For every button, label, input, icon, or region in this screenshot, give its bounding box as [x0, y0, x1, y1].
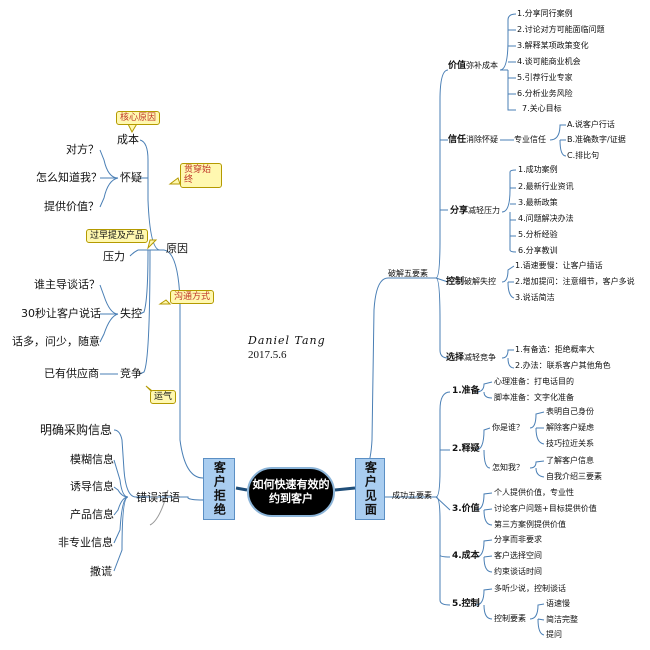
- wrong-item-1: 明确采购信息: [40, 423, 113, 437]
- explain-who: 你是谁？: [492, 423, 524, 432]
- control-callout: 沟通方式: [170, 290, 215, 305]
- success-cost-item-2: 客户选择空间: [494, 551, 542, 560]
- wrong-item-3: 诱导信息: [70, 480, 114, 493]
- success-control-sub-item-2: 简洁完整: [546, 615, 578, 624]
- break-five-node: 破解五要素: [388, 269, 428, 278]
- cost-node: 成本: [117, 133, 139, 146]
- value-branch-bold: 价值: [448, 61, 467, 71]
- doubt-item-2: 怎么知道我？: [36, 171, 102, 184]
- trust-branch-rest: 消除怀疑: [466, 135, 499, 144]
- ctrl-branch: 控制破解失控: [446, 278, 496, 287]
- prep-item-2: 脚本准备：文字化准备: [494, 393, 574, 402]
- reason-node: 原因: [166, 242, 188, 255]
- success-control-sub-item-3: 提问: [546, 630, 562, 639]
- choice-branch-rest: 减轻竞争: [464, 353, 497, 362]
- value-item-3: 3.解释某项政策变化: [517, 41, 589, 50]
- success-five-node: 成功五要素: [392, 491, 432, 500]
- trust-item-3: C.排比句: [567, 151, 600, 160]
- control-item-1: 谁主导谈话？: [34, 278, 100, 291]
- left-main-node: 客户拒绝: [203, 458, 235, 520]
- trust-sub: 专业信任: [514, 135, 546, 144]
- left-main-label: 客户拒绝: [212, 461, 227, 517]
- success-cost-item-1: 分享而非要求: [494, 535, 542, 544]
- explain-who-item-2: 解除客户疑虑: [546, 423, 594, 432]
- success-value-item-3: 第三方案例提供价值: [494, 520, 566, 529]
- share-item-6: 6.分享教训: [518, 246, 558, 255]
- value-item-1: 1.分享同行案例: [517, 9, 573, 18]
- ctrl-branch-rest: 破解失控: [464, 277, 497, 286]
- right-main-node: 客户见面: [355, 458, 385, 520]
- explain-who-item-1: 表明自己身份: [546, 407, 594, 416]
- value-item-6: 6.分析业务风险: [517, 89, 573, 98]
- success-value-branch: 3.价值: [452, 504, 480, 514]
- share-item-5: 5.分析经验: [518, 230, 558, 239]
- explain-how-item-2: 自我介绍三要素: [546, 472, 602, 481]
- explain-how: 怎知我？: [492, 463, 524, 472]
- share-item-2: 2.最新行业资讯: [518, 182, 574, 191]
- share-item-4: 4.问题解决办法: [518, 214, 574, 223]
- doubt-node: 怀疑: [120, 171, 142, 184]
- control-item-2: 30秒让客户说话: [21, 307, 101, 320]
- wrong-item-2: 模糊信息: [70, 453, 114, 466]
- share-branch-rest: 减轻压力: [468, 206, 501, 215]
- trust-branch: 信任消除怀疑: [448, 136, 498, 145]
- cost-callout: 核心原因: [116, 111, 161, 126]
- choice-item-1: 1.有备选：拒绝概率大: [515, 345, 595, 354]
- explain-how-item-1: 了解客户信息: [546, 456, 594, 465]
- share-branch: 分享减轻压力: [450, 207, 500, 216]
- success-cost-branch: 4.成本: [452, 551, 480, 561]
- author-signature: Daniel Tang: [248, 334, 326, 347]
- success-control-sub-item-1: 语速慢: [546, 599, 570, 608]
- control-node: 失控: [120, 307, 142, 320]
- success-control-sub: 控制要素: [494, 614, 526, 623]
- explain-branch: 2.释疑: [452, 444, 480, 454]
- choice-branch: 选择减轻竞争: [446, 354, 496, 363]
- prep-item-1: 心理准备：打电话目的: [494, 377, 574, 386]
- share-branch-bold: 分享: [450, 206, 469, 216]
- wrong-words-node: 错误话语: [136, 491, 180, 504]
- doubt-item-3: 提供价值？: [44, 200, 99, 213]
- share-item-1: 1.成功案例: [518, 165, 558, 174]
- success-control-branch: 5.控制: [452, 599, 480, 609]
- value-item-2: 2.讨论对方可能面临问题: [517, 25, 605, 34]
- wrong-item-4: 产品信息: [70, 508, 114, 521]
- success-value-item-1: 个人提供价值，专业性: [494, 488, 574, 497]
- compete-callout: 运气: [150, 390, 177, 405]
- control-item-3: 话多，问少，随意: [12, 335, 100, 348]
- compete-item-1: 已有供应商: [44, 367, 99, 380]
- doubt-callout: 贯穿始终: [180, 163, 222, 188]
- right-main-label: 客户见面: [363, 461, 378, 517]
- trust-item-1: A.说客户行话: [567, 120, 615, 129]
- success-value-item-2: 讨论客户问题+目标提供价值: [494, 504, 597, 513]
- value-branch: 价值弥补成本: [448, 62, 498, 71]
- value-branch-rest: 弥补成本: [466, 61, 499, 70]
- trust-item-2: B.准确数字/证据: [567, 135, 626, 144]
- prep-branch: 1.准备: [452, 386, 480, 396]
- success-cost-item-3: 约束谈话时间: [494, 567, 542, 576]
- doubt-item-1: 对方？: [66, 143, 99, 156]
- choice-item-2: 2.办法：联系客户其他角色: [515, 361, 611, 370]
- date-label: 2017.5.6: [248, 349, 287, 361]
- share-item-3: 3.最新政策: [518, 198, 558, 207]
- ctrl-item-3: 3.说话简洁: [515, 293, 555, 302]
- trust-branch-bold: 信任: [448, 135, 467, 145]
- explain-who-item-3: 技巧拉近关系: [546, 439, 594, 448]
- value-item-4: 4.谈可能商业机会: [517, 57, 581, 66]
- ctrl-branch-bold: 控制: [446, 277, 465, 287]
- wrong-item-5: 非专业信息: [58, 536, 113, 549]
- success-control-item-1: 多听少说，控制谈话: [494, 584, 566, 593]
- ctrl-item-1: 1.语速要慢：让客户插话: [515, 261, 603, 270]
- value-item-7: 7.关心目标: [522, 104, 562, 113]
- value-item-5: 5.引荐行业专家: [517, 73, 573, 82]
- ctrl-item-2: 2.增加提问：注意细节，客户多说: [515, 277, 635, 286]
- pressure-callout: 过早提及产品: [86, 229, 149, 244]
- wrong-item-6: 撒谎: [90, 565, 112, 578]
- pressure-node: 压力: [103, 250, 125, 263]
- choice-branch-bold: 选择: [446, 353, 465, 363]
- central-topic: 如何快速有效的约到客户: [247, 467, 335, 517]
- compete-node: 竞争: [120, 367, 142, 380]
